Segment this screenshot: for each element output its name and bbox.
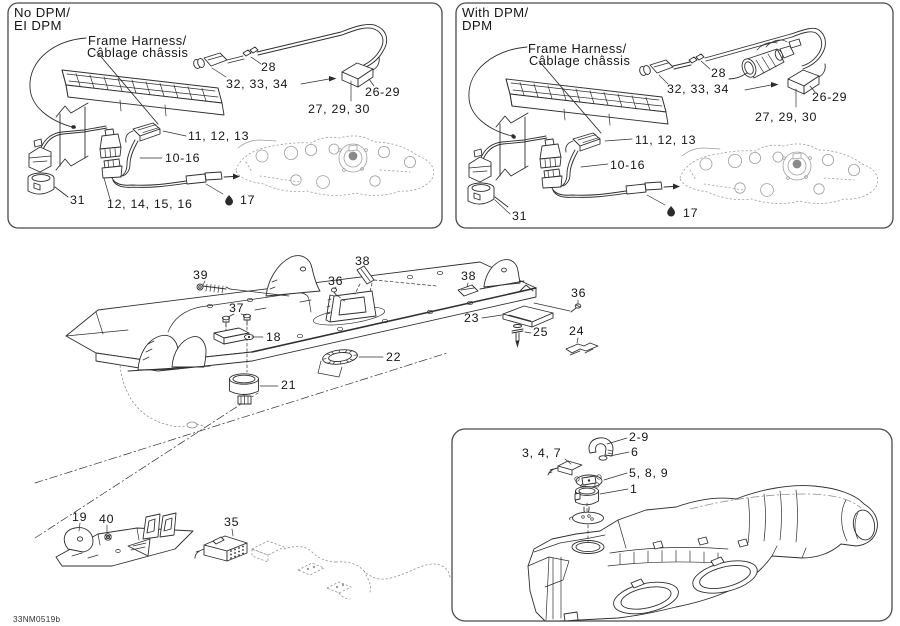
frame-box-art <box>61 69 225 117</box>
callout-1: 1 <box>630 482 638 496</box>
callout-40: 40 <box>99 512 114 526</box>
callout-17: 17 <box>240 193 255 207</box>
panel-tank-border <box>451 428 893 622</box>
callout-6: 6 <box>631 445 639 459</box>
callout-17: 17 <box>683 206 698 220</box>
callout-26-29: 26-29 <box>812 90 847 104</box>
callout-12-14-15-16: 12, 14, 15, 16 <box>107 197 193 211</box>
leader-lines <box>494 60 816 217</box>
callout-38-left: 38 <box>355 254 370 268</box>
panel-with-dpm-title-line2: DPM <box>462 18 493 33</box>
harness-label-line1: Frame Harness/ <box>88 33 187 48</box>
panel-no-dpm-title-line2: EI DPM <box>14 18 62 33</box>
callout-35: 35 <box>224 515 239 529</box>
callout-10-16: 10-16 <box>610 158 645 172</box>
callout-5-8-9: 5, 8, 9 <box>629 466 668 480</box>
callout-24: 24 <box>569 324 584 338</box>
callout-39: 39 <box>193 268 208 282</box>
callout-31: 31 <box>512 209 527 223</box>
ghost-harness-art <box>251 540 451 600</box>
callout-36-right: 36 <box>571 286 586 300</box>
callout-23: 23 <box>464 311 479 325</box>
plate-parts <box>196 265 599 405</box>
callout-31: 31 <box>70 193 85 207</box>
panel-tank: 2-9 6 3, 4, 7 5, 8, 9 1 <box>451 428 893 622</box>
connector-35-art <box>194 528 248 562</box>
callout-26-29: 26-29 <box>365 85 400 99</box>
callout-25: 25 <box>533 325 548 339</box>
frame-box-art <box>505 78 669 126</box>
callout-2-9: 2-9 <box>629 430 649 444</box>
chassis-plate-view: 39 37 36 38 18 22 21 38 36 23 25 24 <box>34 254 599 539</box>
callout-38-right: 38 <box>461 269 476 283</box>
cluster-art <box>27 102 241 198</box>
tank-art <box>527 485 878 622</box>
harness-label-line2: Câblage châssis <box>87 45 188 60</box>
callout-28: 28 <box>711 66 726 80</box>
bracket-art <box>55 512 194 567</box>
panel-no-dpm-title-line1: No DPM/ <box>14 5 70 20</box>
document-code: 33NM0519b <box>13 615 60 624</box>
panel-with-dpm-title-line1: With DPM/ <box>462 5 529 20</box>
callout-11-12-13: 11, 12, 13 <box>635 133 696 147</box>
callout-19: 19 <box>72 510 87 524</box>
callout-32-33-34: 32, 33, 34 <box>667 82 729 96</box>
callout-37: 37 <box>229 301 244 315</box>
callout-3-4-7: 3, 4, 7 <box>522 446 561 460</box>
plate-art <box>65 255 537 372</box>
engine-sketch <box>235 135 435 196</box>
cluster-art <box>467 112 681 208</box>
panel-with-dpm: With DPM/ DPM Frame Harness/ Câblage châ… <box>455 2 894 229</box>
panel-with-dpm-border <box>455 2 894 229</box>
bracket-connector-view: 19 40 35 <box>55 510 451 600</box>
harness-art <box>468 27 826 138</box>
leader-lines <box>103 56 375 206</box>
callout-27-29-30: 27, 29, 30 <box>308 102 370 116</box>
harness-label-line1: Frame Harness/ <box>528 41 627 56</box>
callout-22: 22 <box>386 350 401 364</box>
callout-11-12-13: 11, 12, 13 <box>188 129 249 143</box>
callout-32-33-34: 32, 33, 34 <box>226 77 288 91</box>
callout-28: 28 <box>261 60 276 74</box>
callout-27-29-30: 27, 29, 30 <box>755 110 817 124</box>
harness-label-line2: Câblage châssis <box>529 53 630 68</box>
callout-10-16: 10-16 <box>165 151 200 165</box>
callout-18: 18 <box>266 330 281 344</box>
engine-sketch <box>679 143 879 204</box>
panel-no-dpm: No DPM/ EI DPM Frame Harness/ Câblage ch… <box>7 2 443 229</box>
panel-no-dpm-border <box>7 2 443 229</box>
callout-36-left: 36 <box>328 274 343 288</box>
callout-21: 21 <box>281 378 296 392</box>
pump-parts-art <box>547 437 630 543</box>
harness-art <box>29 23 388 129</box>
